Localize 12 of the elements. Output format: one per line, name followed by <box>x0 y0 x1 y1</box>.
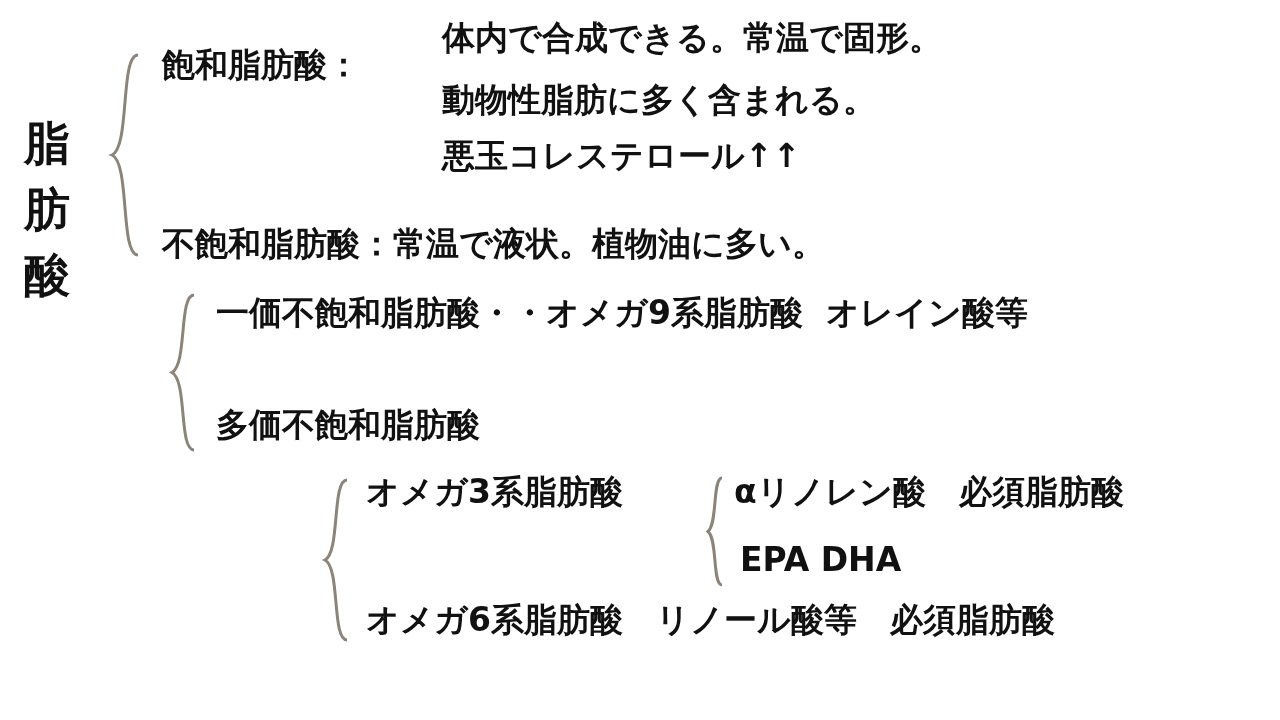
text-label: 体内で合成できる。常温で固形。 <box>442 18 942 58</box>
text-label: 一価不飽和脂肪酸・・オメガ9系脂肪酸 オレイン酸等 <box>216 293 1028 333</box>
text-label: 動物性脂肪に多く含まれる。 <box>442 80 876 120</box>
text-label: 悪玉コレステロール↑↑ <box>442 136 801 176</box>
text-label: EPA DHA <box>740 540 902 580</box>
text-label: αリノレン酸 必須脂肪酸 <box>734 472 1124 512</box>
root-label: 脂肪酸 <box>24 115 71 304</box>
text-label: 飽和脂肪酸： <box>162 45 360 85</box>
text-label: 多価不飽和脂肪酸 <box>216 405 480 445</box>
text-label: オメガ3系脂肪酸 <box>366 472 623 512</box>
text-label: 不飽和脂肪酸：常温で液状。植物油に多い。 <box>162 224 825 264</box>
text-label: オメガ6系脂肪酸 リノール酸等 必須脂肪酸 <box>366 600 1055 640</box>
